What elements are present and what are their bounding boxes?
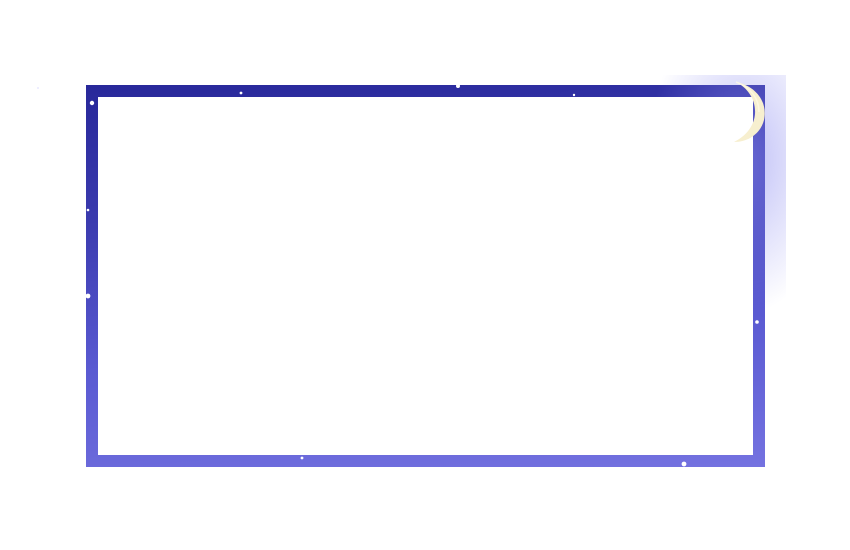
star-icon xyxy=(37,87,39,89)
content-panel xyxy=(98,97,753,455)
night-sky-frame xyxy=(86,75,786,467)
